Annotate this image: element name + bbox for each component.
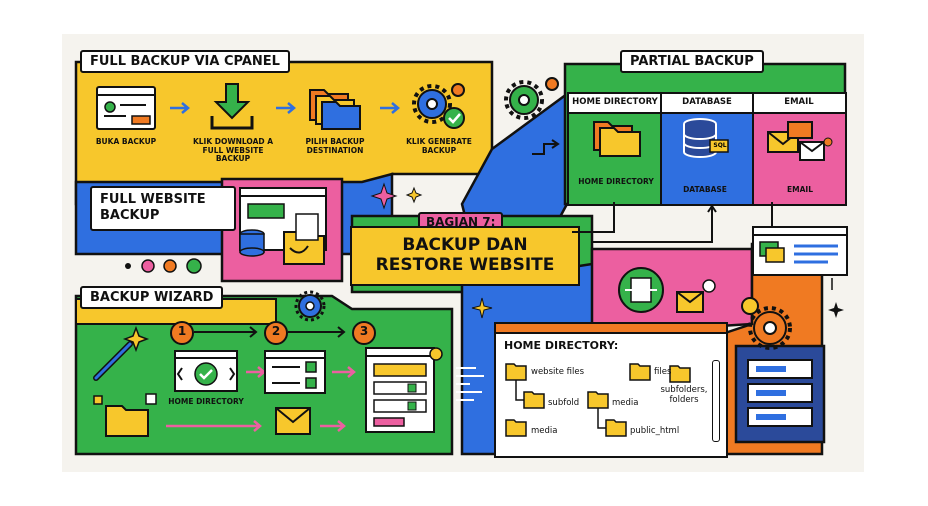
gear-icon	[741, 297, 792, 350]
step-label-3: PILIH BACKUP DESTINATION	[305, 137, 365, 155]
arrow-right-icon	[320, 420, 346, 432]
decorative-marks	[828, 278, 844, 318]
arrow-right-icon	[332, 366, 356, 378]
tree-item-media[interactable]: media	[612, 398, 639, 408]
tree-item-subfold[interactable]: subfold	[548, 398, 580, 408]
home-directory-tree	[505, 363, 691, 437]
step-label-2: KLIK DOWNLOAD A FULL WEBSITE BACKUP	[192, 137, 274, 164]
column-header-email: EMAIL	[784, 97, 814, 107]
infographic-canvas: FULL BACKUP VIA CPANEL BUKA BACKUP KLIK …	[62, 34, 864, 472]
column-header-home: HOME DIRECTORY	[572, 97, 658, 107]
arrow-right-icon	[532, 139, 560, 155]
arrow-right-icon	[194, 326, 258, 338]
folder-icon	[593, 121, 641, 157]
email-icon	[275, 407, 311, 435]
email-label: EMAIL	[787, 185, 813, 194]
arrow-right-icon	[276, 102, 296, 114]
sparkle-icons	[370, 182, 423, 210]
scrollbar[interactable]	[712, 360, 720, 442]
connector-lines	[572, 202, 773, 252]
code-lines	[456, 367, 484, 401]
sparkle-icon	[471, 297, 493, 319]
email-icon	[767, 121, 833, 161]
full-backup-title: FULL BACKUP VIA CPANEL	[80, 50, 290, 73]
website-window-icon	[752, 226, 848, 276]
step-label-1: BUKA BACKUP	[95, 137, 157, 146]
server-icon	[747, 359, 813, 427]
folder-stack-icon	[309, 89, 361, 130]
step-badge-1: 1	[170, 321, 194, 345]
home-directory-panel-title: HOME DIRECTORY:	[504, 339, 619, 352]
gear-check-icon	[412, 83, 465, 129]
database-icon	[683, 118, 729, 158]
tree-item-subfolders[interactable]: subfolders, folders	[660, 385, 708, 405]
column-header-database: DATABASE	[682, 97, 732, 107]
database-label: DATABASE	[683, 185, 727, 194]
tree-item-media-2[interactable]: media	[531, 426, 558, 436]
home-directory-label: HOME DIRECTORY	[578, 177, 654, 186]
transfer-icon	[618, 267, 716, 313]
partial-backup-title: PARTIAL BACKUP	[620, 50, 764, 73]
decorative-dots	[125, 258, 202, 274]
backup-wizard-title: BACKUP WIZARD	[80, 286, 224, 309]
download-icon	[210, 83, 254, 130]
center-title-line2: RESTORE WEBSITE	[375, 255, 555, 275]
arrow-right-icon	[288, 326, 346, 338]
wizard-home-label: HOME DIRECTORY	[168, 397, 244, 406]
gear-icon	[294, 290, 326, 322]
home-directory-window	[174, 350, 238, 392]
arrow-right-icon	[380, 102, 400, 114]
step-badge-3: 3	[352, 321, 376, 345]
sql-badge: SQL	[713, 142, 727, 149]
step-label-4: KLIK GENERATE BACKUP	[406, 137, 472, 155]
tree-item-files[interactable]: files	[654, 367, 672, 377]
center-title-line1: BACKUP DAN	[402, 235, 528, 255]
center-title-box: BACKUP DAN RESTORE WEBSITE	[350, 226, 580, 286]
folder-icon	[93, 393, 157, 437]
magic-wand-icon	[93, 325, 150, 381]
full-website-backup-title: FULL WEBSITE BACKUP	[90, 186, 236, 231]
website-backup-illustration	[239, 187, 327, 265]
arrow-right-icon	[170, 102, 190, 114]
step-badge-2: 2	[264, 321, 288, 345]
tree-item-website-files[interactable]: website files	[531, 367, 585, 377]
checklist-window	[264, 350, 326, 394]
control-panel-icon	[96, 86, 156, 130]
arrow-right-icon	[166, 420, 262, 432]
gear-icon	[504, 77, 559, 120]
tree-item-public-html[interactable]: public_html	[630, 426, 680, 436]
backup-options-window	[365, 347, 443, 433]
